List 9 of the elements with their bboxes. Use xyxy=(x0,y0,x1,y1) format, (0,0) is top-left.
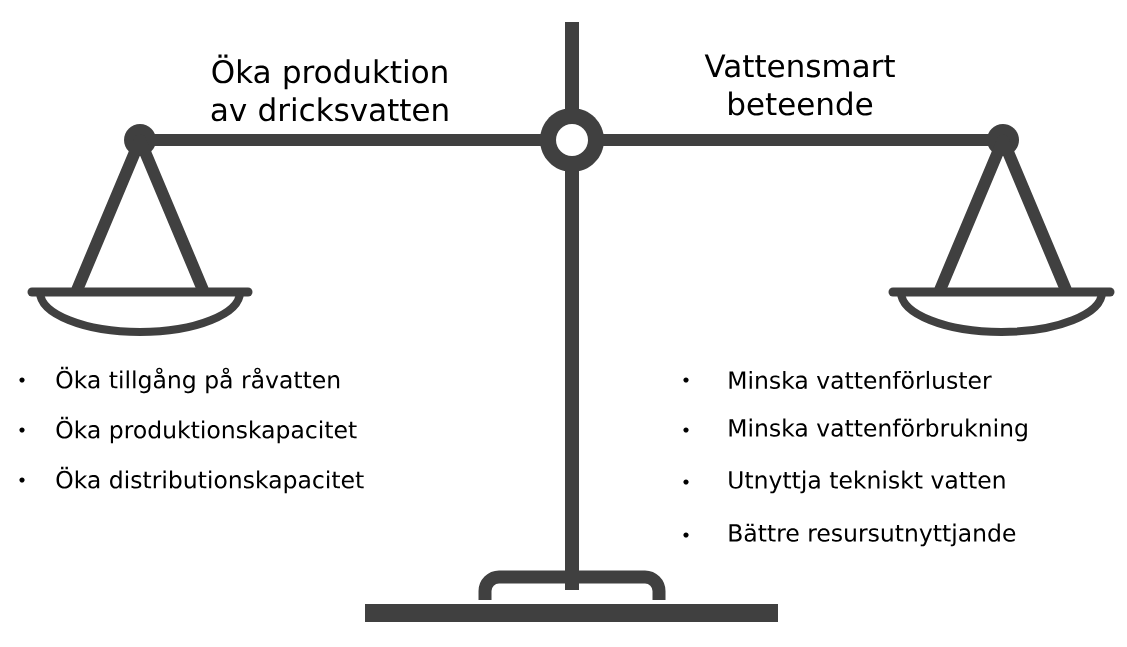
list-item: Minska vattenförbrukning xyxy=(729,418,1027,442)
list-item: Utnyttja tekniskt vatten xyxy=(729,470,1005,494)
list-item: Öka tillgång på råvatten xyxy=(56,366,340,394)
heading: Öka produktion av dricksvatten xyxy=(211,54,448,122)
heading: Vattensmart beteende xyxy=(704,54,895,116)
list-item: Minska vattenförluster xyxy=(729,370,992,390)
list-item: Öka distributionskapacitet xyxy=(56,466,364,494)
list-item: Bättre resursutnyttjande xyxy=(729,523,1016,547)
list-item: Öka produktionskapacitet xyxy=(56,416,357,444)
